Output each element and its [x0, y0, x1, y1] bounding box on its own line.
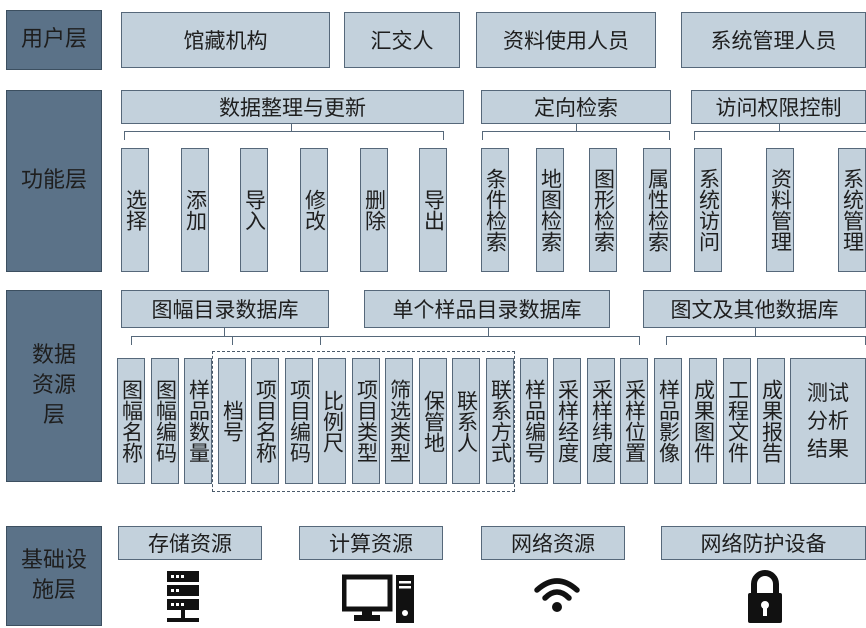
field-map-code: 图幅编码 — [151, 358, 179, 484]
user-system-admin: 系统管理人员 — [681, 12, 866, 68]
func-data-management: 资料管理 — [766, 148, 794, 272]
field-contact: 联系人 — [452, 358, 480, 484]
db-text-other: 图文及其他数据库 — [643, 290, 866, 328]
func-delete: 删除 — [360, 148, 388, 272]
layer-label-infra: 基础设施层 — [6, 526, 102, 626]
group-data-organize: 数据整理与更新 — [121, 90, 464, 124]
infra-network: 网络资源 — [481, 526, 625, 560]
func-attribute-search: 属性检索 — [643, 148, 671, 272]
func-export: 导出 — [419, 148, 447, 272]
func-select: 选择 — [121, 148, 149, 272]
func-map-search: 地图检索 — [536, 148, 564, 272]
layer-label-text: 用户层 — [20, 27, 87, 52]
field-project-type: 项目类型 — [352, 358, 380, 484]
computer-icon — [340, 572, 420, 626]
connector-bracket — [694, 131, 866, 140]
layer-label-text: 数据资源层 — [31, 343, 76, 428]
layer-label-text: 基础设施层 — [21, 548, 88, 603]
field-latitude: 采样纬度 — [587, 358, 615, 484]
connector-tick — [755, 328, 756, 336]
connector-bracket — [232, 336, 640, 345]
field-result-report: 成果报告 — [757, 358, 785, 484]
infra-storage: 存储资源 — [118, 526, 262, 560]
field-project-code: 项目编码 — [285, 358, 313, 484]
func-graphic-search: 图形检索 — [589, 148, 617, 272]
connector-tick — [779, 124, 780, 132]
field-scale: 比例尺 — [318, 358, 346, 484]
shared-fields-dashed-frame — [212, 351, 515, 492]
field-project-name: 项目名称 — [251, 358, 279, 484]
connector-bracket — [666, 336, 866, 345]
field-engineering-file: 工程文件 — [723, 358, 751, 484]
field-filter-type: 筛选类型 — [385, 358, 413, 484]
connector-tick — [224, 328, 225, 336]
connector-tick — [291, 124, 292, 132]
connector-bracket — [131, 336, 321, 345]
field-storage-site: 保管地 — [419, 358, 447, 484]
func-modify: 修改 — [300, 148, 328, 272]
field-map-name: 图幅名称 — [117, 358, 145, 484]
field-sample-location: 采样位置 — [620, 358, 648, 484]
field-longitude: 采样经度 — [553, 358, 581, 484]
connector-tick — [576, 124, 577, 132]
infra-security: 网络防护设备 — [661, 526, 866, 560]
layer-label-data: 数据资源层 — [6, 290, 102, 482]
layer-label-text: 功能层 — [20, 168, 87, 193]
user-collection-institution: 馆藏机构 — [121, 12, 330, 68]
field-sample-no: 样品编号 — [520, 358, 548, 484]
func-system-management: 系统管理 — [838, 148, 866, 272]
func-add: 添加 — [181, 148, 209, 272]
func-system-access: 系统访问 — [694, 148, 722, 272]
wifi-icon — [530, 570, 584, 618]
user-submitter: 汇交人 — [344, 12, 460, 68]
field-result-map: 成果图件 — [689, 358, 717, 484]
connector-tick — [488, 328, 489, 336]
field-archive-no: 档号 — [218, 358, 246, 484]
server-icon — [155, 568, 211, 626]
layer-label-user: 用户层 — [6, 10, 102, 70]
lock-icon — [742, 568, 788, 626]
field-sample-count: 样品数量 — [184, 358, 212, 484]
group-access-control: 访问权限控制 — [691, 90, 866, 124]
db-sample-catalog: 单个样品目录数据库 — [364, 290, 610, 328]
infra-compute: 计算资源 — [299, 526, 443, 560]
func-import: 导入 — [240, 148, 268, 272]
db-map-catalog: 图幅目录数据库 — [121, 290, 329, 328]
field-test-results: 测试分析结果 — [790, 358, 866, 484]
group-directed-search: 定向检索 — [481, 90, 671, 124]
field-sample-image: 样品影像 — [654, 358, 682, 484]
layer-label-function: 功能层 — [6, 90, 102, 272]
user-data-user: 资料使用人员 — [476, 12, 656, 68]
func-condition-search: 条件检索 — [481, 148, 509, 272]
connector-bracket — [124, 131, 444, 140]
connector-bracket — [482, 131, 670, 140]
field-contact-info: 联系方式 — [486, 358, 514, 484]
